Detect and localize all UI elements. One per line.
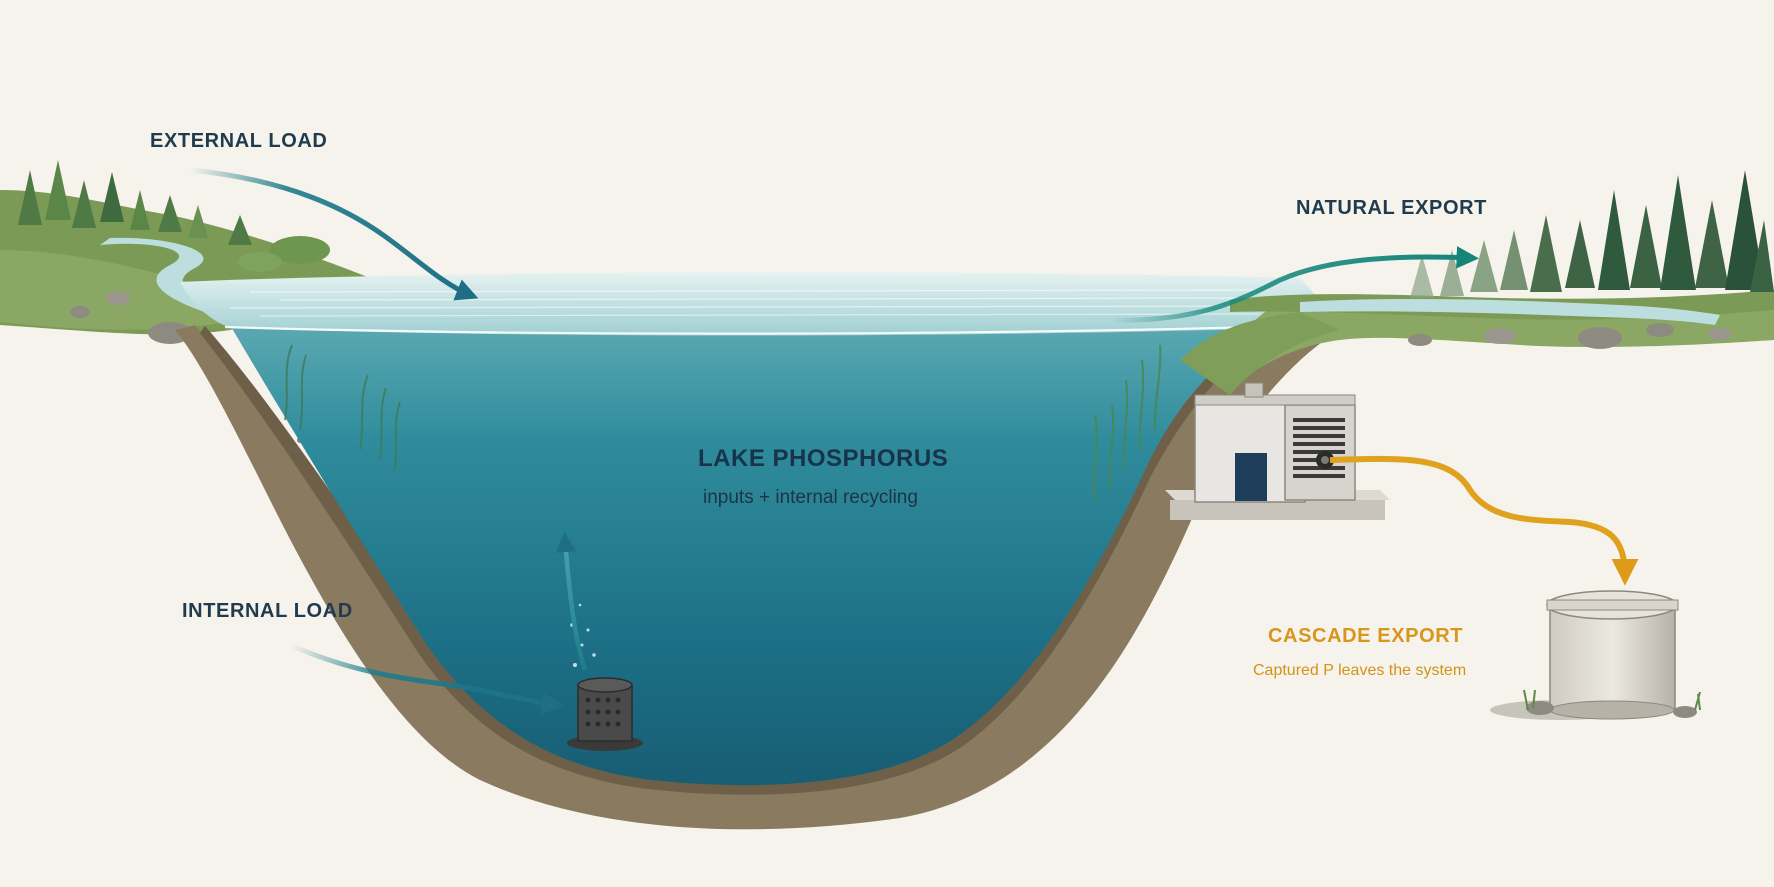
- lake-phosphorus-subtitle: inputs + internal recycling: [703, 487, 918, 508]
- left-trees: [18, 160, 330, 272]
- lake-surface: [180, 272, 1320, 336]
- external-load-arrow: [189, 167, 479, 301]
- cascade-pipe-arrow: [1329, 455, 1639, 586]
- external-load-label: EXTERNAL LOAD: [150, 130, 328, 152]
- internal-load-label: INTERNAL LOAD: [182, 600, 353, 622]
- lake-phosphorus-title: LAKE PHOSPHORUS: [698, 445, 949, 472]
- natural-export-arrow: [1109, 246, 1479, 323]
- cascade-export-label: CASCADE EXPORT: [1268, 625, 1464, 647]
- recycling-arrow: [555, 531, 588, 671]
- right-shore: [1230, 290, 1774, 380]
- internal-load-arrow: [288, 642, 564, 715]
- right-bank: [1180, 312, 1340, 395]
- cascade-export-subtitle: Captured P leaves the system: [1253, 662, 1467, 679]
- left-aquatic-plants: [284, 344, 401, 471]
- sediment-aerator-icon: [567, 677, 643, 751]
- right-trees: [1410, 170, 1774, 298]
- natural-export-label: NATURAL EXPORT: [1296, 197, 1487, 219]
- collection-tank-icon: [1490, 590, 1701, 720]
- pump-station-icon: [1165, 382, 1390, 520]
- lake-water: [230, 325, 1285, 786]
- right-aquatic-plants: [1093, 344, 1162, 501]
